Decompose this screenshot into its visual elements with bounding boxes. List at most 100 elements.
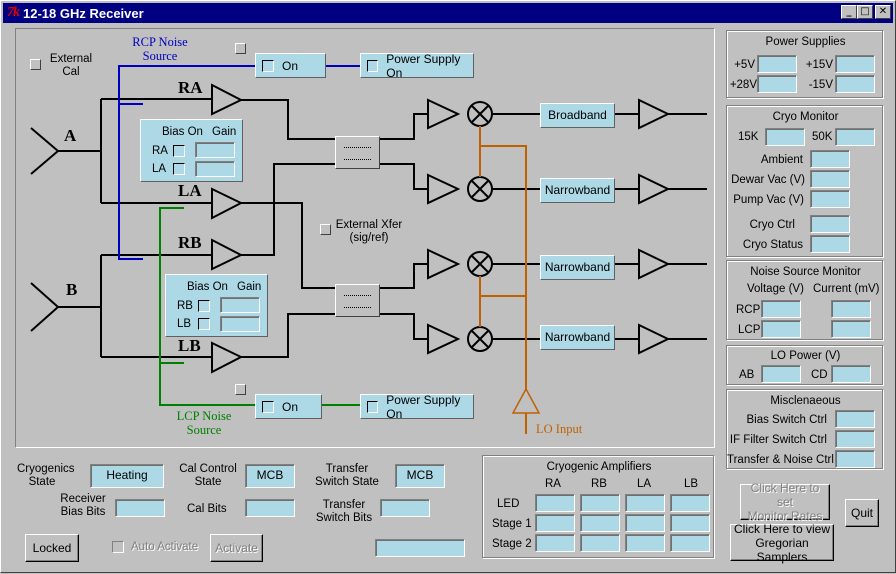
- ab-label: AB: [739, 369, 755, 381]
- transfer-switch-bits-field: [380, 499, 430, 517]
- lcp-power-supply-checkbox[interactable]: [367, 400, 379, 413]
- lo-distribution-lines: [479, 126, 541, 434]
- noise-source-monitor-title: Noise Source Monitor: [750, 266, 861, 278]
- lcp-power-supply-toggle[interactable]: Power Supply On: [360, 392, 474, 421]
- stage1-la-field: [625, 514, 665, 532]
- locked-button[interactable]: Locked: [25, 534, 79, 562]
- feed-a-label: A: [64, 126, 77, 145]
- amp-rb-icon: [211, 238, 244, 271]
- rcp-power-supply-toggle[interactable]: Power Supply On: [360, 52, 474, 80]
- external-xfer-checkbox[interactable]: [320, 224, 331, 235]
- maximize-button[interactable]: □: [857, 5, 873, 19]
- cryogenic-amplifiers-panel: Cryogenic Amplifiers RA RB LA LB LED Sta…: [482, 455, 714, 558]
- rcp-noise-indicator: [235, 43, 246, 54]
- transfer-switch-state-field: MCB: [395, 464, 445, 488]
- minimize-button[interactable]: _: [841, 5, 857, 19]
- diagram-panel: [15, 28, 715, 448]
- bias-rb-checkbox[interactable]: [198, 300, 210, 312]
- bias-ra-checkbox[interactable]: [173, 145, 185, 157]
- bias-la-checkbox[interactable]: [173, 163, 185, 175]
- col-lb-header: LB: [683, 478, 699, 490]
- k50-field: [835, 128, 875, 146]
- bias-lb-checkbox[interactable]: [198, 318, 210, 330]
- current-header: Current (mV): [813, 283, 880, 295]
- rcp-current-field: [831, 300, 871, 318]
- ab-field: [761, 365, 801, 383]
- bias-lb-label: LB: [177, 318, 192, 330]
- lcp-noise-lines: [159, 207, 361, 406]
- transfer-noise-label: Transfer & Noise Ctrl: [727, 454, 834, 466]
- stage1-ra-field: [535, 514, 575, 532]
- transfer-switch-bits-label: Transfer Switch Bits: [315, 499, 373, 524]
- rcp-on-toggle[interactable]: On: [255, 53, 326, 78]
- bias-panel-b: Bias On Gain RB LB: [165, 274, 268, 337]
- out-amp-1-icon: [638, 98, 671, 130]
- lcp-on-checkbox[interactable]: [262, 400, 274, 413]
- gain-la-field: [195, 161, 235, 177]
- rcp-on-label: On: [282, 58, 299, 73]
- quit-button[interactable]: Quit: [845, 499, 879, 527]
- bias-on-header: Bias On: [187, 281, 228, 293]
- voltage-header: Voltage (V): [747, 283, 804, 295]
- noise-source-monitor-panel: Noise Source Monitor Voltage (V) Current…: [726, 260, 883, 340]
- power-supplies-panel: Power Supplies +5V +15V +28V -15V: [726, 30, 883, 98]
- k15-label: 15K: [738, 131, 759, 143]
- out-amp-2-icon: [638, 173, 671, 205]
- led-lb-field: [670, 494, 710, 512]
- title-bar[interactable]: 7k 12-18 GHz Receiver _ □ ✕: [3, 3, 893, 23]
- cryo-monitor-panel: Cryo Monitor 15K 50K Ambient Dewar Vac (…: [726, 105, 883, 257]
- bias-ra-label: RA: [152, 145, 168, 157]
- lo-input-label: LO Input: [536, 422, 583, 436]
- plus15v-label: +15V: [805, 59, 833, 71]
- cal-control-state-field: MCB: [245, 464, 295, 488]
- app-logo-icon: 7k: [7, 5, 20, 20]
- feed-a-horn-icon: [30, 127, 60, 175]
- filter-broadband: Broadband: [540, 103, 615, 128]
- led-la-field: [625, 494, 665, 512]
- plus15v-field: [835, 55, 875, 73]
- cryogenics-state-field: Heating: [90, 464, 164, 488]
- status-message-field: [375, 539, 465, 557]
- stage1-lb-field: [670, 514, 710, 532]
- receiver-bias-bits-field: [115, 499, 165, 517]
- transfer-switch-b[interactable]: [335, 284, 380, 317]
- cryo-ctrl-field: [810, 215, 850, 233]
- lcp-current-field: [831, 320, 871, 338]
- lo-power-panel: LO Power (V) AB CD: [726, 345, 883, 385]
- plus28v-label: +28V: [729, 79, 757, 91]
- rcp-label: RCP: [736, 304, 761, 316]
- stage2-lb-field: [670, 534, 710, 552]
- feed-b-horn-icon: [30, 282, 60, 332]
- external-cal-checkbox[interactable]: [30, 59, 41, 70]
- external-cal-label: External Cal: [49, 53, 93, 78]
- out-amp-3-icon: [638, 248, 671, 280]
- minus15v-field: [835, 75, 875, 93]
- view-gregorian-samplers-button[interactable]: Click Here to view Gregorian Samplers: [730, 522, 834, 564]
- transfer-noise-field: [835, 450, 875, 468]
- external-xfer-label: External Xfer (sig/ref): [335, 219, 403, 244]
- lcp-on-toggle[interactable]: On: [255, 394, 322, 419]
- row-led-label: LED: [497, 498, 520, 510]
- cal-control-state-label: Cal Control State: [179, 463, 237, 488]
- lcp-power-supply-label: Power Supply On: [386, 392, 461, 421]
- auto-activate-checkbox[interactable]: [112, 541, 124, 553]
- rcp-power-supply-checkbox[interactable]: [367, 59, 379, 72]
- activate-button[interactable]: Activate: [210, 534, 263, 562]
- amp-ra-icon: [211, 83, 244, 116]
- gain-rb-field: [220, 297, 260, 313]
- rcp-noise-lines: [118, 65, 361, 260]
- close-button[interactable]: ✕: [875, 5, 891, 19]
- lcp-noise-source-label: LCP Noise Source: [176, 409, 232, 437]
- rcp-on-checkbox[interactable]: [262, 59, 274, 72]
- transfer-switch-a[interactable]: [335, 136, 380, 169]
- filter-narrowband-1: Narrowband: [540, 178, 615, 203]
- set-monitor-rates-button[interactable]: Click Here to set Monitor Rates: [740, 481, 830, 523]
- gain-ra-field: [195, 142, 235, 158]
- k50-label: 50K: [812, 131, 833, 143]
- amp-2b-icon: [427, 173, 461, 205]
- lo-power-title: LO Power (V): [770, 350, 841, 362]
- lcp-noise-indicator: [235, 384, 246, 395]
- amp-lb-label: LB: [178, 336, 201, 355]
- lcp-on-label: On: [282, 399, 299, 414]
- lo-amp-icon: [511, 387, 541, 414]
